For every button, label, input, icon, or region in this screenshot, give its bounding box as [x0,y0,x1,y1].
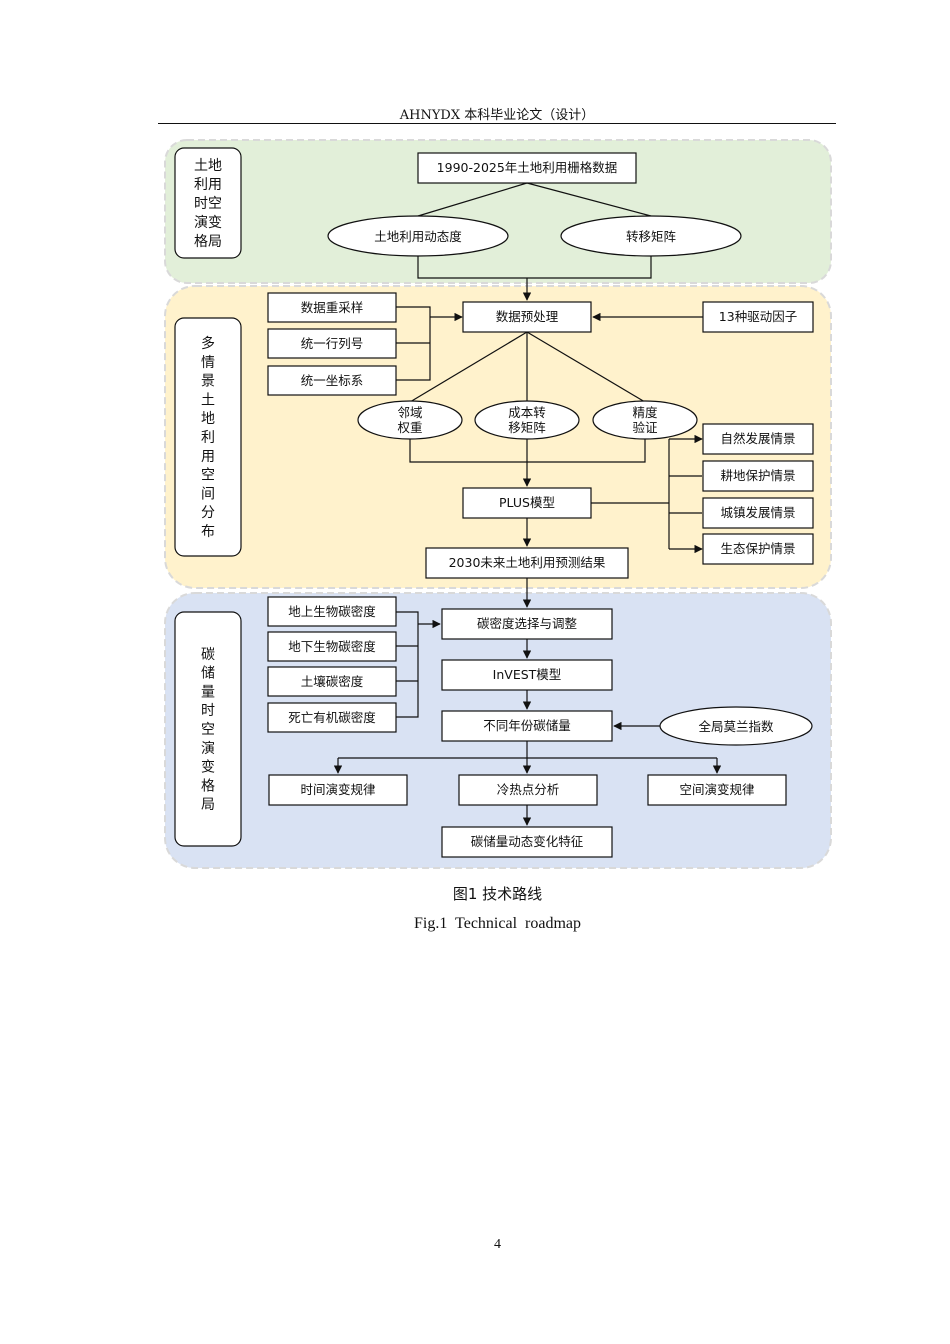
drivers-box [702,301,814,333]
dynamic-features-label: 碳储量动态变化特征 [471,834,584,849]
running-header: AHNYDX 本科毕业论文（设计） [399,108,595,123]
below-carbon-box [267,631,397,662]
edge-merge-to-preprocess [417,256,652,279]
transfer-matrix-label: 转移矩阵 [626,229,677,244]
edge-preprocess-neighbor [409,331,528,403]
natural-scenario-label: 自然发展情景 [720,431,795,446]
accuracy-label: 精度验证 [632,405,658,435]
space-law-label: 空间演变规律 [679,782,754,797]
time-law-label: 时间演变规律 [300,782,375,797]
page-number: 4 [494,1237,501,1252]
space-law-box [647,774,787,806]
natural-scenario-box [702,423,814,455]
section-1-label: 土地利用时空演变格局 [194,158,222,250]
coords-label: 统一坐标系 [301,373,364,388]
dynamics-label: 土地利用动态度 [374,229,462,244]
soil-carbon-label: 土壤碳密度 [301,674,364,689]
hotspot-box [458,774,598,806]
drivers-label: 13种驱动因子 [719,309,797,324]
preprocess-label: 数据预处理 [496,309,559,324]
section-2-label: 多情景土地利用空间分布 [201,335,215,540]
edge-carbon-bracket [396,611,419,718]
farmland-scenario-label: 耕地保护情景 [720,468,795,483]
section-3-label-box [174,611,242,847]
ecological-scenario-box [702,533,814,565]
ecological-scenario-label: 生态保护情景 [720,541,795,556]
section-2-background [164,285,832,589]
raster-data-label: 1990-2025年土地利用栅格数据 [437,160,618,175]
figure-caption-en: Fig.1 Technical roadmap [414,915,581,932]
time-law-box [268,774,408,806]
invest-model-box [441,659,613,691]
density-select-label: 碳密度选择与调整 [477,616,578,631]
dead-carbon-label: 死亡有机碳密度 [288,710,376,725]
above-carbon-label: 地上生物碳密度 [288,604,376,619]
carbon-storage-label: 不同年份碳储量 [483,718,571,733]
section-3-label: 碳储量时空演变格局 [201,647,215,813]
figure-caption-zh: 图1 技术路线 [452,885,543,903]
urban-scenario-box [702,497,814,529]
below-carbon-label: 地下生物碳密度 [288,639,376,654]
resample-label: 数据重采样 [301,300,364,315]
dead-carbon-box [267,702,397,733]
section-2-label-box [174,317,242,557]
rowcol-box [267,328,397,359]
density-select-box [441,608,613,640]
prediction-2030-box [425,547,629,579]
preprocess-box [462,301,592,333]
edge-raster-matrix [526,182,652,217]
raster-data-box [417,152,637,184]
farmland-scenario-box [702,460,814,492]
plus-model-label: PLUS模型 [499,495,555,510]
urban-scenario-label: 城镇发展情景 [720,505,795,520]
hotspot-label: 冷热点分析 [497,782,560,797]
edge-raster-dynamics [417,182,528,217]
resample-box [267,292,397,323]
neighbor-weight-label: 邻域权重 [397,405,422,435]
moran-index-label: 全局莫兰指数 [698,719,774,734]
prediction-2030-label: 2030未来土地利用预测结果 [449,555,606,570]
technical-roadmap-diagram: 土地利用时空演变格局 多情景土地利用空间分布 碳储量时空演变格局 1990-20… [164,139,832,869]
cost-matrix-label: 成本转移矩阵 [508,405,546,435]
section-1-label-box [174,147,242,259]
rowcol-label: 统一行列号 [301,336,364,351]
header-rule [158,123,836,124]
invest-model-label: InVEST模型 [493,667,562,682]
dynamic-features-box [441,826,613,858]
edge-preprocess-accuracy [526,331,646,403]
